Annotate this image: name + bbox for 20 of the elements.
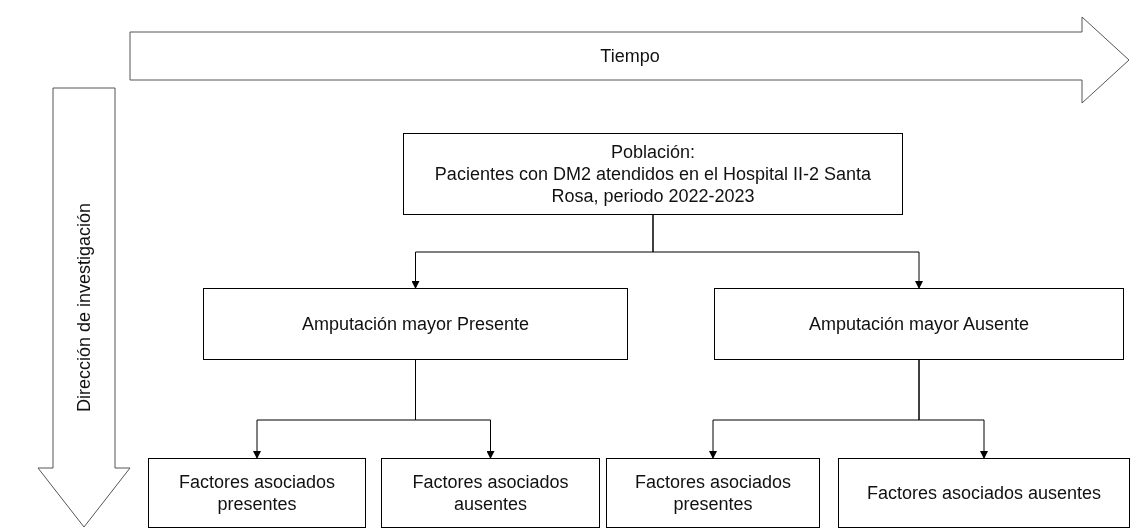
box-text: Amputación mayor Presente [301, 313, 530, 335]
connector-arrow [918, 359, 988, 459]
process-box [203, 288, 628, 360]
arrow-label: Dirección de investigación [73, 203, 95, 413]
connector-arrow [652, 214, 923, 289]
process-box [838, 458, 1130, 528]
process-box [403, 133, 903, 215]
process-box [606, 458, 820, 528]
process-box [714, 288, 1124, 360]
process-box [381, 458, 600, 528]
box-text: Factores asociados presentes [177, 471, 337, 515]
box-text: Pacientes con DM2 atendidos en el Hospital II-2 Santa Rosa, periodo 2022-2023 [433, 163, 873, 207]
box-text: Factores asociados ausentes [411, 471, 570, 515]
box-text: Factores asociados presentes [633, 471, 793, 515]
box-heading: Población: [610, 141, 696, 163]
box-text: Factores asociados ausentes [866, 482, 1102, 504]
arrow-label: Tiempo [600, 45, 660, 67]
box-text: Amputación mayor Ausente [808, 313, 1030, 335]
connector-arrow [415, 359, 495, 459]
process-box [148, 458, 366, 528]
